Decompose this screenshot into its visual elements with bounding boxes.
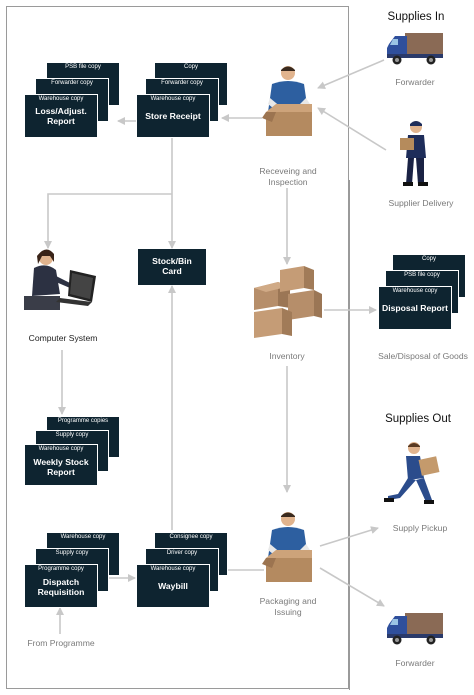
label-inventory: Inventory — [269, 351, 305, 361]
heading-supplies-in: Supplies In — [387, 11, 445, 23]
label-forwarder-bottom: Forwarder — [395, 658, 435, 668]
truck-icon — [387, 613, 443, 645]
label-packaging: Packaging and Issuing — [259, 596, 317, 617]
waybill-title: Waybill — [158, 581, 188, 591]
arrow-packaging-to-pickup — [319, 526, 379, 547]
dispatch-requisition-document[interactable]: Warehouse copy Supply copy Programme cop… — [24, 532, 120, 608]
label-computer-system: Computer System — [28, 333, 98, 343]
heading-supplies-out: Supplies Out — [385, 413, 451, 425]
running-courier-icon — [384, 442, 440, 504]
label-sale-disposal: Sale/Disposal of Goods — [378, 351, 468, 361]
truck-icon — [387, 33, 443, 65]
warehouse-frame — [6, 6, 349, 689]
label-supplier-delivery: Supplier Delivery — [388, 198, 454, 208]
right-divider — [349, 180, 350, 690]
arrow-forwarder-to-receiving — [317, 59, 385, 89]
loss-adjust-report-document[interactable]: PSB file copy Forwarder copy Warehouse c… — [24, 62, 120, 138]
loss-adjust-title: Loss/Adjust. Report — [35, 106, 87, 126]
label-from-programme: From Programme — [27, 638, 95, 648]
arrow-supplier-to-receiving — [317, 107, 387, 151]
courier-icon — [400, 121, 428, 186]
label-supply-pickup: Supply Pickup — [392, 523, 448, 533]
stock-bin-card[interactable]: Stock/Bin Card — [138, 249, 206, 285]
worker-box-icon — [262, 512, 312, 582]
waybill-document[interactable]: Consignee copy Driver copy Warehouse cop… — [136, 532, 228, 608]
disposal-title: Disposal Report — [382, 303, 448, 313]
boxes-icon — [254, 266, 322, 338]
arrow-packaging-to-forwarder — [319, 567, 385, 607]
store-receipt-title: Store Receipt — [145, 111, 201, 121]
label-receiving: Receveing and Inspection — [259, 166, 317, 187]
label-forwarder-top: Forwarder — [395, 77, 435, 87]
worker-box-icon — [262, 66, 312, 136]
arrow-to-computer — [44, 193, 172, 249]
dispatch-title: Dispatch Requisition — [37, 577, 85, 597]
weekly-stock-report-document[interactable]: Programme copies Supply copy Warehouse c… — [24, 416, 120, 486]
weekly-title: Weekly Stock Report — [33, 457, 89, 477]
operator-computer-icon — [24, 249, 96, 310]
